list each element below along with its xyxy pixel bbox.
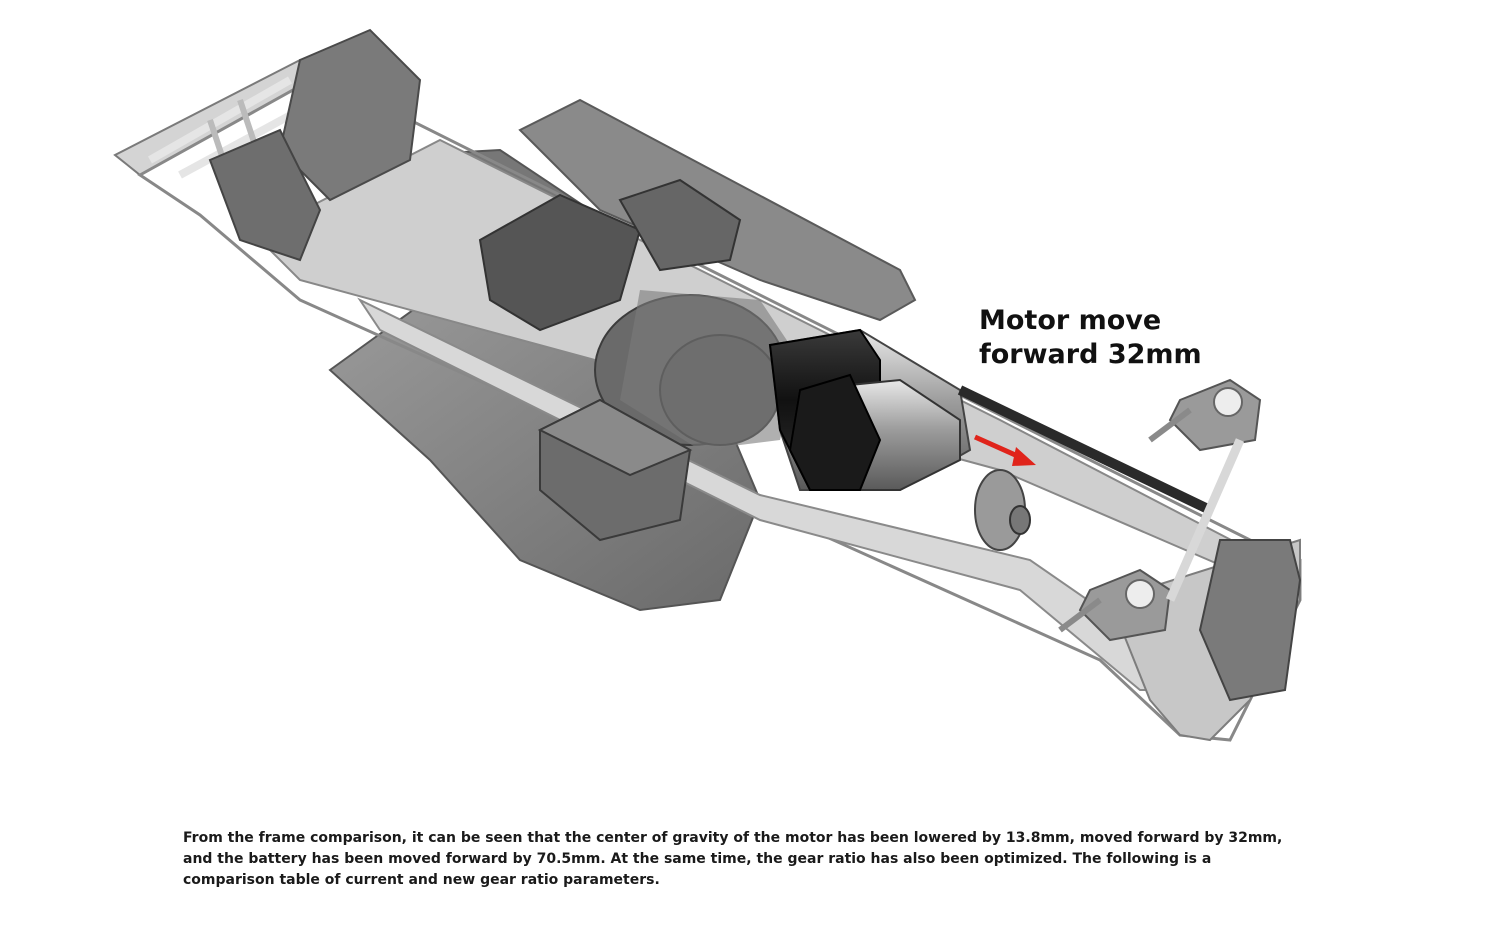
receiver-box — [537, 398, 693, 542]
motor-callout-line1: Motor move — [979, 305, 1162, 336]
rear-bracket — [1198, 539, 1302, 702]
chassis-illustration — [113, 28, 1302, 742]
motor-forward-arrow — [973, 434, 1036, 466]
description-caption: From the frame comparison, it can be see… — [183, 830, 1283, 888]
front-shock-towers — [208, 28, 422, 262]
drive-shaft — [957, 385, 1213, 515]
rear-shock-mounts — [1058, 378, 1262, 642]
motor-new-position — [768, 328, 1031, 551]
motor-callout-line2: forward 32mm — [979, 339, 1202, 370]
motor-callout-label: Motor move forward 32mm — [979, 304, 1202, 372]
battery-tray — [478, 178, 742, 332]
transmission — [594, 290, 800, 450]
